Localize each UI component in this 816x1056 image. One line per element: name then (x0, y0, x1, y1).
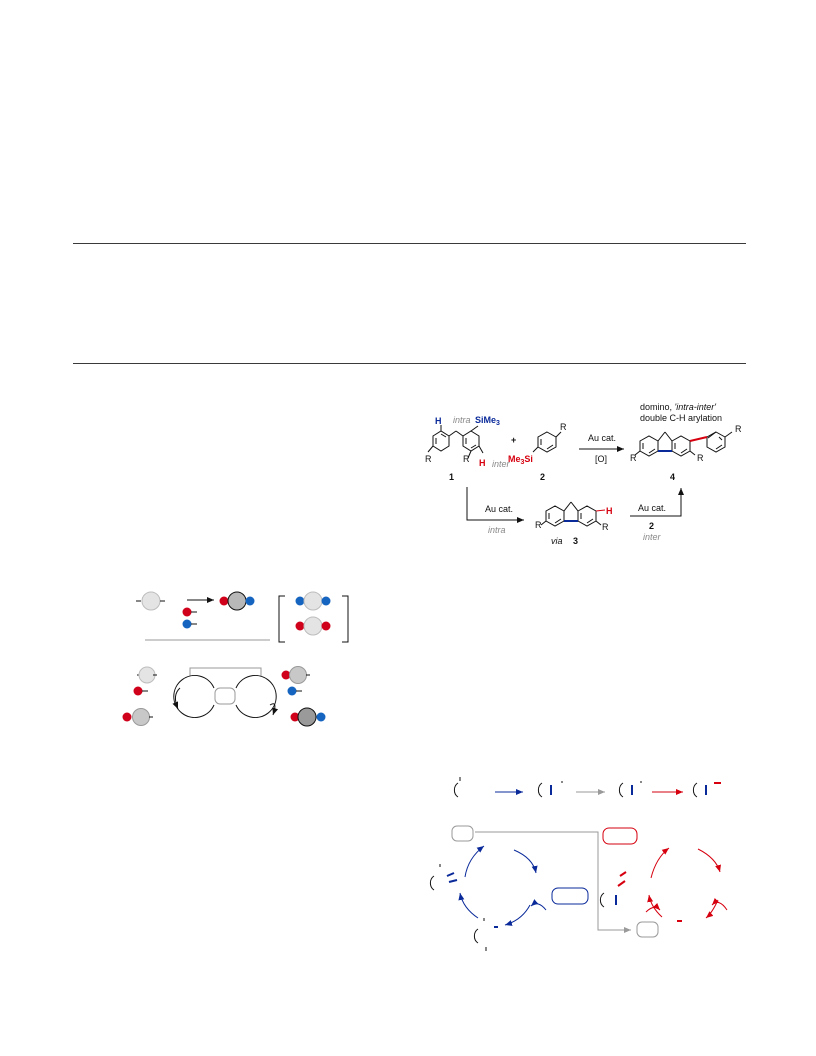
blue-box (551, 887, 589, 905)
intra-label: intra (453, 415, 471, 425)
coupling-cartoon (122, 591, 349, 727)
sphere-substrate (141, 591, 161, 611)
cycle-right (235, 675, 277, 718)
plus-sign: + (511, 435, 516, 445)
bracket-right (342, 595, 349, 643)
h-atom-blue: H (435, 416, 442, 426)
r-label-4b: R (697, 453, 704, 463)
compound-3-structure (540, 501, 606, 527)
compound-3-label: 3 (573, 536, 578, 546)
inter-label-1: inter (492, 459, 511, 469)
up-arrow-reagent-2: 2 (649, 521, 654, 531)
arrow-down-intra (466, 487, 524, 523)
me3si-label: Me3Si (508, 454, 533, 466)
gray-box-start (451, 825, 474, 842)
cycle-left (173, 675, 215, 718)
top-arrow-oxidant: [O] (595, 454, 607, 464)
catalyst-box (214, 687, 236, 705)
r-label-1a: R (425, 454, 432, 464)
sphere-product (227, 591, 247, 611)
simem3-label: SiMe3 (475, 415, 500, 427)
up-arrow-inter: inter (643, 532, 662, 542)
up-arrow-reagent: Au cat. (638, 503, 666, 513)
bracket-left (278, 595, 285, 643)
r-label-4c: R (735, 424, 742, 434)
r-label-2: R (560, 422, 567, 432)
gray-box-end (636, 921, 659, 938)
r-label-1b: R (463, 454, 470, 464)
compound-4-label: 4 (670, 472, 675, 482)
bottom-rule (73, 363, 746, 364)
red-box (602, 827, 638, 845)
r-label-3a: R (535, 520, 542, 530)
red-dot (182, 607, 192, 617)
top-arrow-reagent: Au cat. (588, 433, 616, 443)
compound-1-label: 1 (449, 472, 454, 482)
domino-text: domino, 'intra-inter' (640, 402, 716, 412)
compound-1-structure (427, 425, 484, 459)
r-label-4a: R (630, 453, 637, 463)
mechanism-cycles (429, 777, 728, 951)
reaction-scheme: H intra SiMe3 R R H inter 1 + R Me3Si 2 … (425, 402, 742, 546)
new-bond-red-4 (689, 436, 708, 442)
down-arrow-reagent: Au cat. (485, 504, 513, 514)
down-arrow-intra: intra (488, 525, 506, 535)
h-atom-red: H (479, 458, 486, 468)
r-label-3b: R (602, 522, 609, 532)
compound-4-structure (634, 431, 733, 457)
blue-dot (182, 619, 192, 629)
via-label: via (551, 536, 563, 546)
arylation-text: double C-H arylation (640, 413, 722, 423)
top-rule (73, 243, 746, 244)
h-atom-3: H (606, 506, 613, 516)
arrow-up-inter (630, 488, 684, 517)
compound-2-label: 2 (540, 472, 545, 482)
compound-2-structure (532, 431, 562, 453)
